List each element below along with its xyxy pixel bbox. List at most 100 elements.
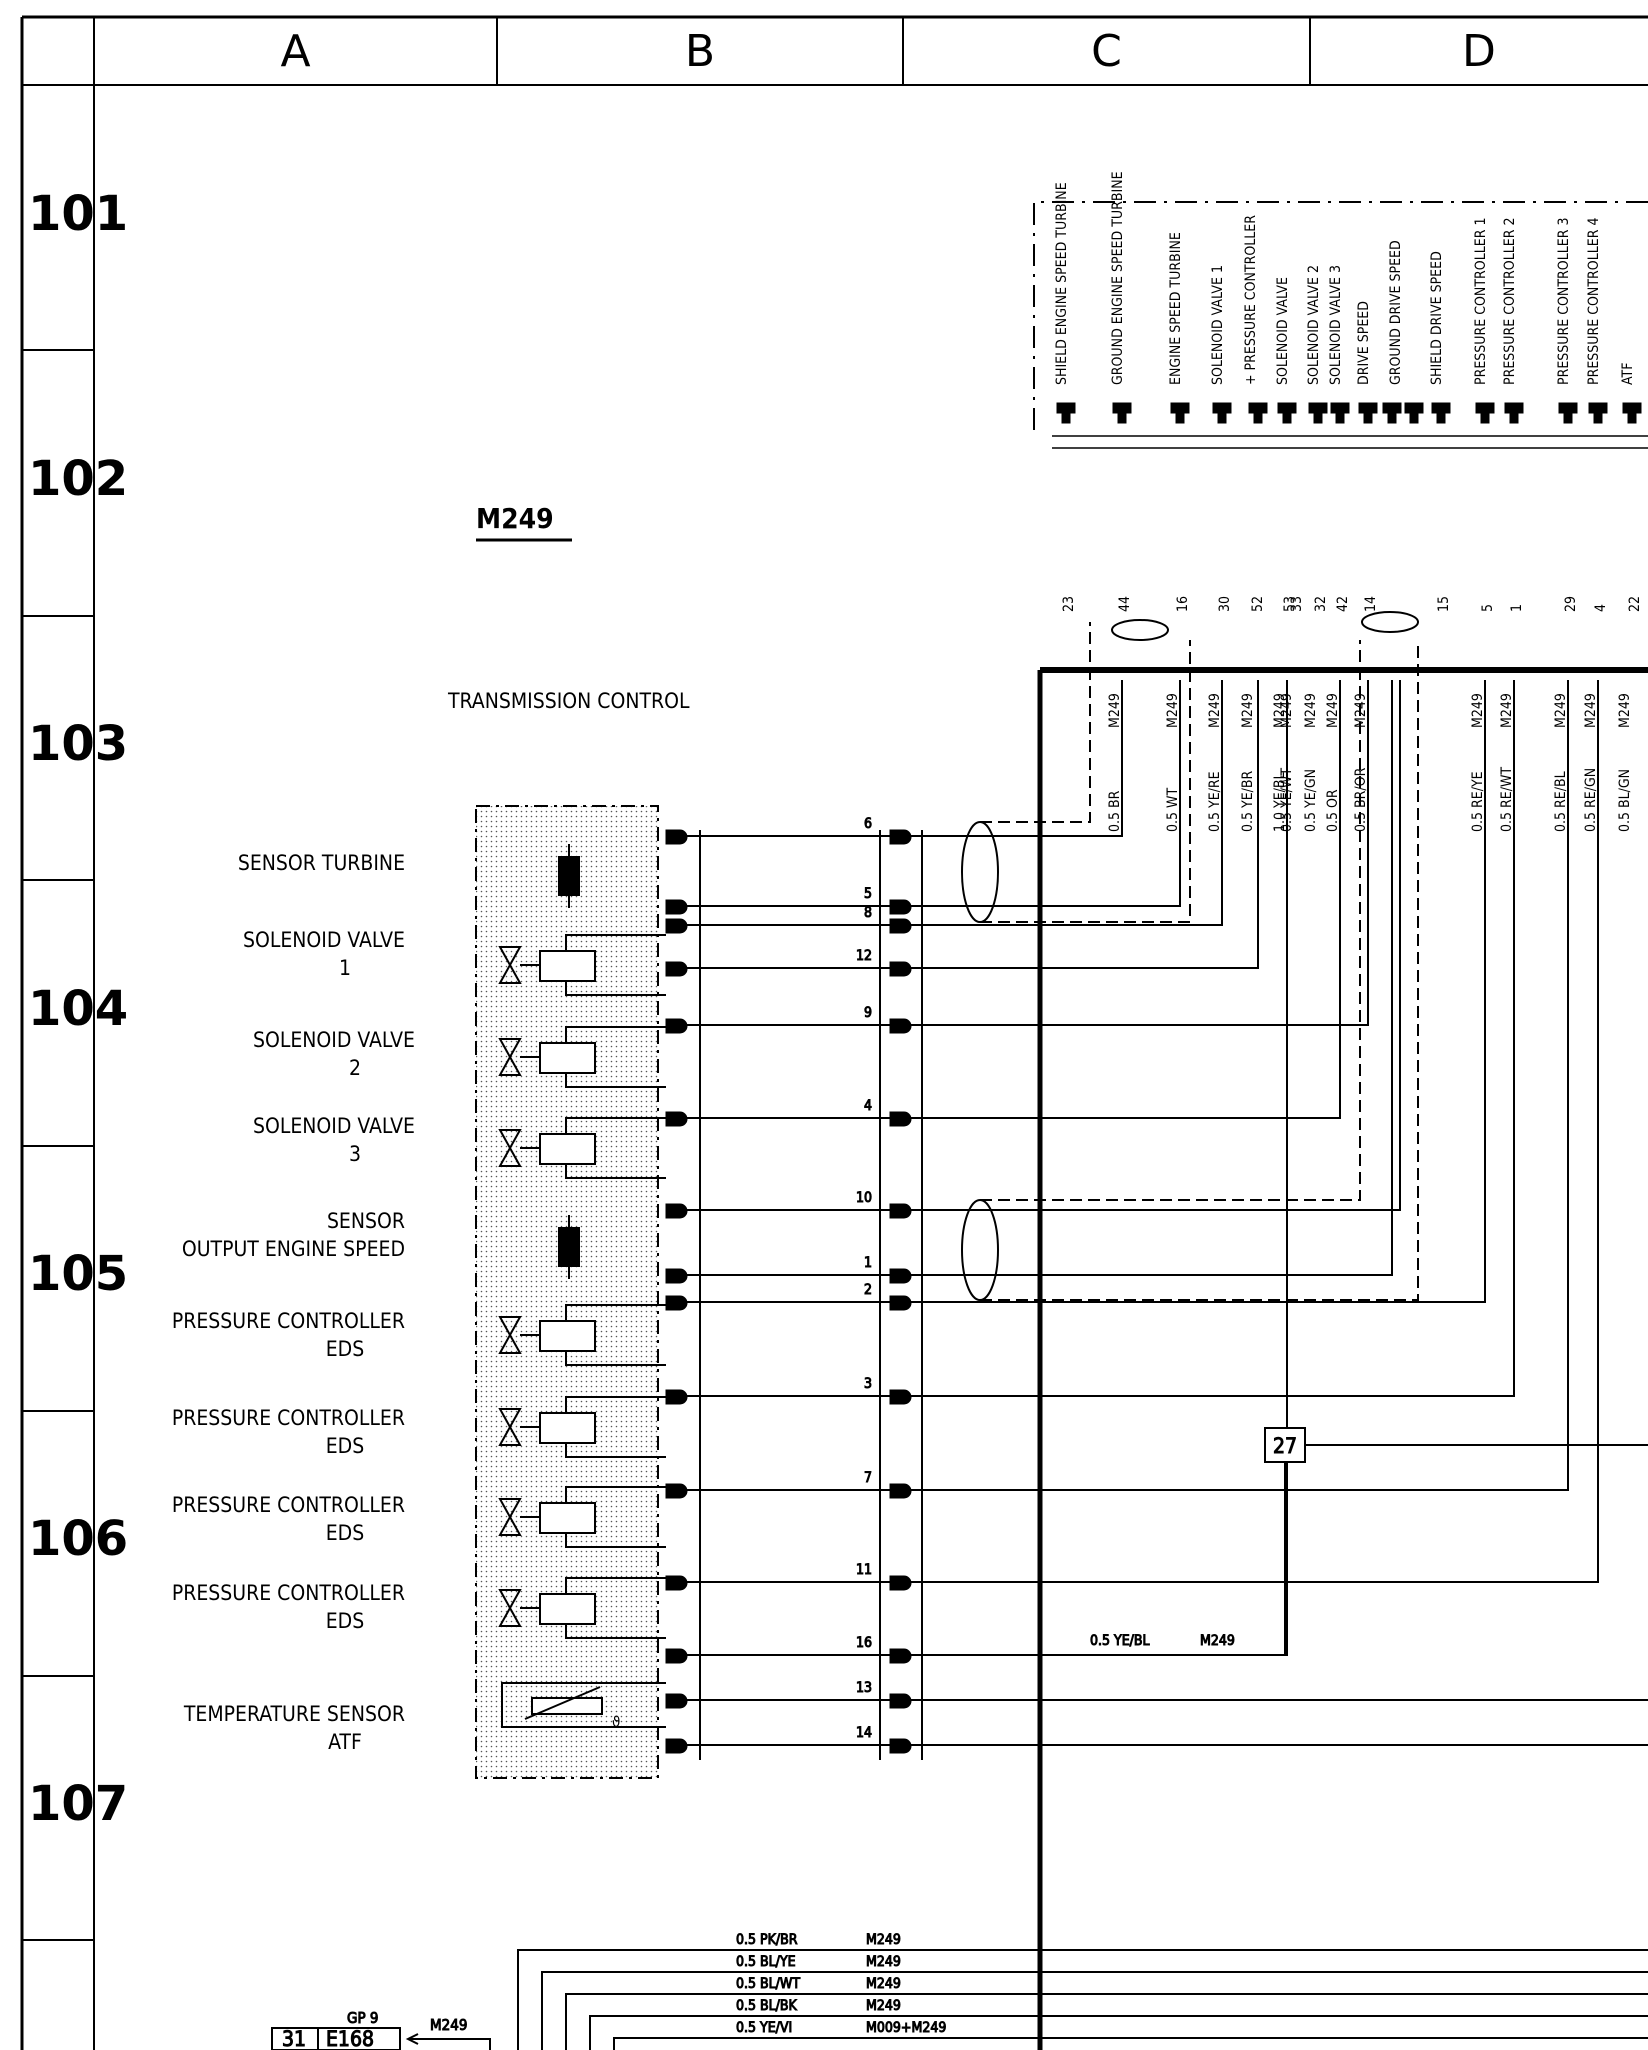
- module-code: M249: [476, 502, 554, 535]
- ecu-terminal-label: SOLENOID VALVE: [1275, 277, 1291, 385]
- plug-pin: 12: [665, 680, 1259, 977]
- plug-pin: 4: [665, 680, 1341, 1127]
- socket-shape: [1170, 402, 1190, 424]
- ecu-socket: [1431, 402, 1451, 424]
- solenoid-coil-icon: [539, 950, 596, 982]
- ground-point-code: E168: [326, 2027, 374, 2050]
- column-letter: D: [1462, 26, 1496, 77]
- plug-pin-number: 13: [856, 1680, 872, 1696]
- valve-icon: [498, 1589, 522, 1627]
- ecu-socket: [1248, 402, 1268, 424]
- plug-pin-number: 2: [864, 1282, 872, 1298]
- row-number: 101: [28, 186, 128, 242]
- plug-pin: 14: [665, 1725, 1648, 1754]
- coil-lead: [565, 934, 666, 951]
- shield-wire: [980, 640, 1419, 1301]
- wire-to-ecu: [904, 680, 1515, 1397]
- plug-pin-number: 1: [864, 1255, 872, 1271]
- pin-contact: [889, 1648, 912, 1664]
- valve-icon: [498, 946, 522, 984]
- wire-color-code: 0.5 RE/WT: [1499, 767, 1515, 832]
- ecu-socket: [1475, 402, 1495, 424]
- ecu-pin-number: 5: [1480, 604, 1496, 612]
- wire-color-code: 0.5 YE/GN: [1303, 769, 1319, 832]
- wire-color-code: 0.5 YE/BR: [1240, 770, 1256, 832]
- plug-pin: 2: [665, 680, 1486, 1311]
- component-label: EDS: [326, 1521, 364, 1545]
- bottom-wire-line: [517, 1949, 1648, 2050]
- socket-shape: [1358, 402, 1378, 424]
- wire-to-ecu: [904, 680, 1599, 1583]
- socket-shape: [1475, 402, 1495, 424]
- ecu-socket: [1112, 402, 1132, 424]
- ecu-socket: [1277, 402, 1297, 424]
- ecu-terminal-label: ENGINE SPEED TURBINE: [1168, 232, 1184, 385]
- ecu-pin-number: 52: [1250, 596, 1266, 612]
- wire-color-code: 0.5 RE/YE: [1470, 771, 1486, 832]
- ecu-terminal-label: GROUND DRIVE SPEED: [1388, 240, 1404, 385]
- ground-point-box: [271, 2027, 401, 2050]
- splice-number: 27: [1273, 1434, 1297, 1458]
- ecu-socket: [1382, 402, 1402, 424]
- harness-code: M249: [866, 1954, 901, 1970]
- wire-to-ecu: [904, 680, 1223, 926]
- wire-color-code: 0.5 RE/BL: [1553, 771, 1569, 832]
- ecu-terminal-label: PRESSURE CONTROLLER 2: [1502, 218, 1518, 385]
- ecu-socket: [1212, 402, 1232, 424]
- valve-icon: [498, 1038, 522, 1076]
- ecu-socket: [1308, 402, 1328, 424]
- pin-contact: [889, 918, 912, 934]
- pin-contact: [665, 1575, 688, 1591]
- ecu-terminal-label: + PRESSURE CONTROLLER: [1243, 215, 1259, 385]
- socket-shape: [1112, 402, 1132, 424]
- harness-code: M249: [430, 2016, 467, 2034]
- coil-lead: [565, 981, 666, 996]
- coil-lead: [565, 1443, 666, 1458]
- component-label: PRESSURE CONTROLLER: [172, 1493, 405, 1517]
- ecu-terminal-label: ATF: [1620, 363, 1636, 385]
- shield-wire: [980, 640, 1191, 923]
- ecu-terminal-label: SOLENOID VALVE 2: [1306, 265, 1322, 385]
- plug-pin-number: 11: [856, 1562, 872, 1578]
- wire-to-ecu: [904, 680, 1401, 1211]
- wire-to-ecu: [904, 680, 1369, 1026]
- ecu-socket: [1504, 402, 1524, 424]
- component-label: SENSOR TURBINE: [238, 851, 405, 875]
- component-label: 3: [349, 1142, 361, 1166]
- ecu-terminal-label: SHIELD ENGINE SPEED TURBINE: [1054, 182, 1070, 385]
- plug-pin-number: 12: [856, 948, 872, 964]
- component-label: EDS: [326, 1609, 364, 1633]
- thermistor-lead: [501, 1682, 666, 1705]
- component-label: OUTPUT ENGINE SPEED: [182, 1237, 405, 1261]
- pin-contact: [889, 1268, 912, 1284]
- thermistor-icon: [531, 1697, 603, 1715]
- pin-contact: [665, 1295, 688, 1311]
- harness-code: M249: [1499, 693, 1515, 728]
- plug-pin: 8: [665, 680, 1223, 934]
- module-title: TRANSMISSION CONTROL: [447, 689, 690, 713]
- solenoid-coil-icon: [539, 1412, 596, 1444]
- component-label: SENSOR: [327, 1209, 405, 1233]
- socket-shape: [1622, 402, 1642, 424]
- component-label: 1: [339, 956, 351, 980]
- ecu-pin-number: 44: [1117, 596, 1133, 612]
- ecu-pin-number: 15: [1436, 596, 1452, 612]
- plug-pin-number: 4: [864, 1098, 872, 1114]
- valve-icon: [498, 1129, 522, 1167]
- theta-symbol: ϑ: [612, 1713, 620, 1731]
- pin-contact: [665, 1203, 688, 1219]
- wire-color-code: 0.5 OR: [1325, 789, 1341, 832]
- bottom-wire-line: [613, 2037, 1648, 2050]
- shield-wire: [980, 622, 1091, 823]
- plug-pin-number: 9: [864, 1005, 872, 1021]
- harness-code: M249: [1165, 693, 1181, 728]
- ecu-pin-number: 22: [1627, 596, 1643, 612]
- ecu-socket: [1330, 402, 1350, 424]
- shield-wire: [980, 640, 1361, 1201]
